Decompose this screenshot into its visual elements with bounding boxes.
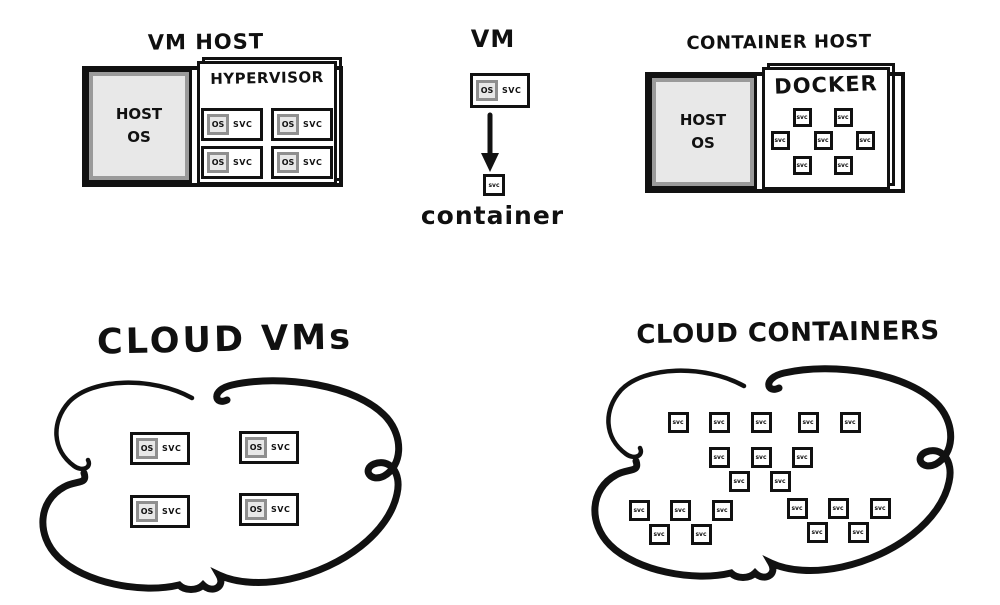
container-caption: container	[420, 201, 565, 230]
vm-box: OS SVC	[239, 431, 299, 464]
os-chip: OS	[207, 114, 229, 135]
os-chip: OS	[277, 114, 299, 135]
os-chip: OS	[136, 438, 158, 459]
hypervisor-label: HYPERVISOR	[210, 68, 324, 88]
container-box: svc	[827, 497, 849, 519]
vm-box: OS SVC	[239, 493, 299, 526]
host-os-label: HOST OS	[679, 110, 727, 152]
container-host-title: CONTAINER HOST	[686, 31, 872, 54]
container-box: svc	[813, 130, 833, 150]
docker-box: DOCKER	[762, 67, 890, 190]
docker-label: DOCKER	[773, 71, 879, 99]
container-box: svc	[869, 497, 891, 519]
vm-box: OS SVC	[271, 146, 333, 179]
container-box: svc	[483, 174, 505, 196]
container-box: svc	[669, 499, 691, 521]
vm-box: OS SVC	[271, 108, 333, 141]
svc-label: SVC	[271, 443, 291, 452]
container-box: svc	[797, 411, 819, 433]
cloud-containers-title: CLOUD CONTAINERS	[636, 315, 940, 351]
cloud-containers-outline-icon	[591, 365, 955, 581]
container-box: svc	[847, 521, 869, 543]
svc-label: SVC	[162, 507, 182, 516]
svc-label: SVC	[303, 120, 323, 129]
os-chip: OS	[476, 80, 498, 101]
os-chip: OS	[277, 152, 299, 173]
container-box: svc	[786, 497, 808, 519]
cloud-vms-outline-icon	[39, 377, 403, 593]
container-box: svc	[855, 130, 875, 150]
svc-label: SVC	[233, 120, 253, 129]
container-box: svc	[708, 446, 730, 468]
container-box: svc	[792, 107, 812, 127]
container-box: svc	[769, 470, 791, 492]
vm-host-os-box: HOST OS	[86, 69, 192, 183]
container-box: svc	[833, 155, 853, 175]
container-box: svc	[667, 411, 689, 433]
container-box: svc	[750, 446, 772, 468]
container-host-os-box: HOST OS	[649, 75, 757, 189]
container-box: svc	[711, 499, 733, 521]
os-chip: OS	[136, 501, 158, 522]
host-os-label: HOST OS	[115, 104, 163, 146]
vm-box: OS SVC	[130, 495, 190, 528]
down-arrow-icon	[481, 112, 499, 172]
container-box: svc	[648, 523, 670, 545]
vm-box: OS SVC	[201, 108, 263, 141]
container-box: svc	[792, 155, 812, 175]
vm-box: OS SVC	[201, 146, 263, 179]
container-box: svc	[791, 446, 813, 468]
vm-host-title: VM HOST	[147, 29, 265, 55]
os-chip: OS	[245, 499, 267, 520]
container-box: svc	[833, 107, 853, 127]
vm-box: OS SVC	[130, 432, 190, 465]
container-box: svc	[628, 499, 650, 521]
container-box: svc	[839, 411, 861, 433]
container-box: svc	[708, 411, 730, 433]
svc-label: SVC	[271, 505, 291, 514]
container-box: svc	[770, 130, 790, 150]
container-box: svc	[806, 521, 828, 543]
svc-label: SVC	[502, 86, 522, 95]
container-box: svc	[750, 411, 772, 433]
container-box: svc	[690, 523, 712, 545]
container-box: svc	[728, 470, 750, 492]
svc-label: SVC	[162, 444, 182, 453]
vm-flow-title: VM	[470, 25, 516, 53]
svc-label: SVC	[233, 158, 253, 167]
os-chip: OS	[245, 437, 267, 458]
vm-box: OS SVC	[470, 73, 530, 108]
cloud-vms-title: CLOUD VMs	[96, 317, 354, 363]
os-chip: OS	[207, 152, 229, 173]
svc-label: SVC	[303, 158, 323, 167]
